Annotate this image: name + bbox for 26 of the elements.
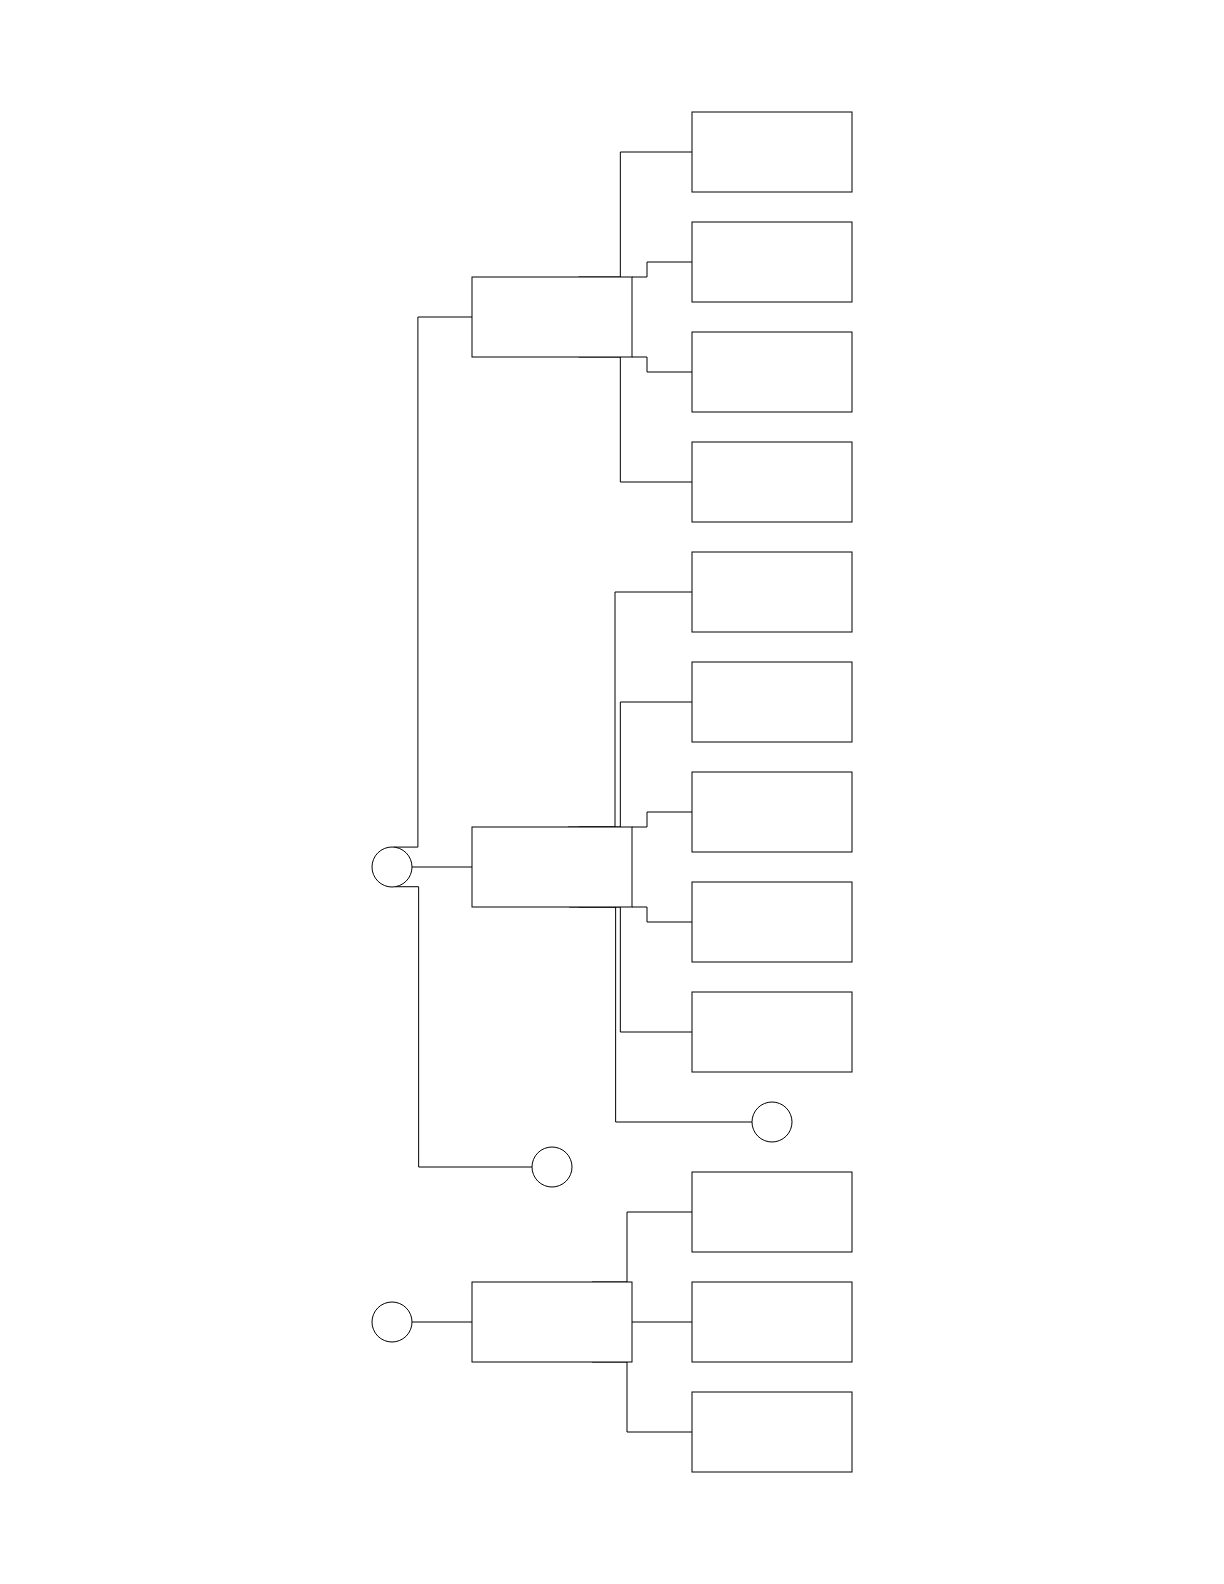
node-box — [691, 1171, 853, 1253]
node-box — [691, 661, 853, 743]
connector — [631, 261, 693, 278]
node-circle — [531, 1146, 573, 1188]
node-box — [691, 881, 853, 963]
node-circle — [371, 1301, 413, 1343]
node-box — [691, 221, 853, 303]
connector — [631, 811, 693, 828]
node-box — [691, 771, 853, 853]
connector — [631, 906, 693, 923]
connector — [631, 1321, 693, 1323]
node-box — [471, 1281, 633, 1363]
node-box — [471, 826, 633, 908]
node-box — [471, 276, 633, 358]
node-box — [691, 991, 853, 1073]
connector — [631, 356, 693, 373]
node-circle — [371, 846, 413, 888]
node-box — [691, 441, 853, 523]
node-circle — [751, 1101, 793, 1143]
connector — [411, 1321, 473, 1323]
node-box — [691, 331, 853, 413]
node-box — [691, 551, 853, 633]
node-box — [691, 1391, 853, 1473]
connector — [411, 866, 473, 868]
node-box — [691, 111, 853, 193]
node-box — [691, 1281, 853, 1363]
